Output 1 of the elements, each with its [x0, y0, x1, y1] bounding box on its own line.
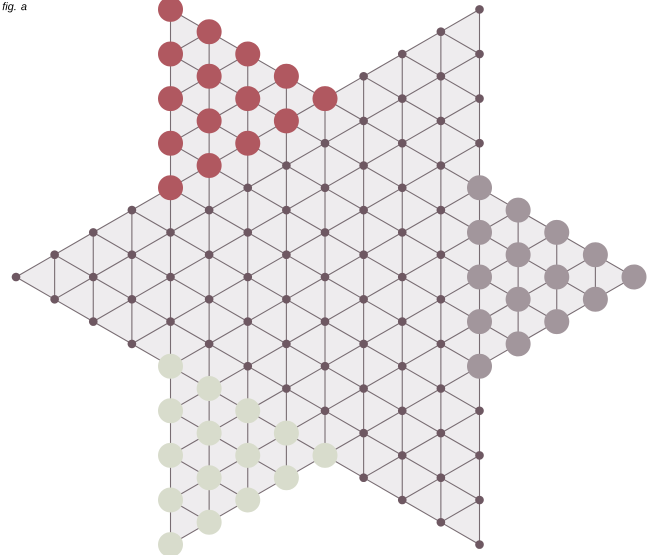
- figure-label: fig. a: [2, 2, 27, 12]
